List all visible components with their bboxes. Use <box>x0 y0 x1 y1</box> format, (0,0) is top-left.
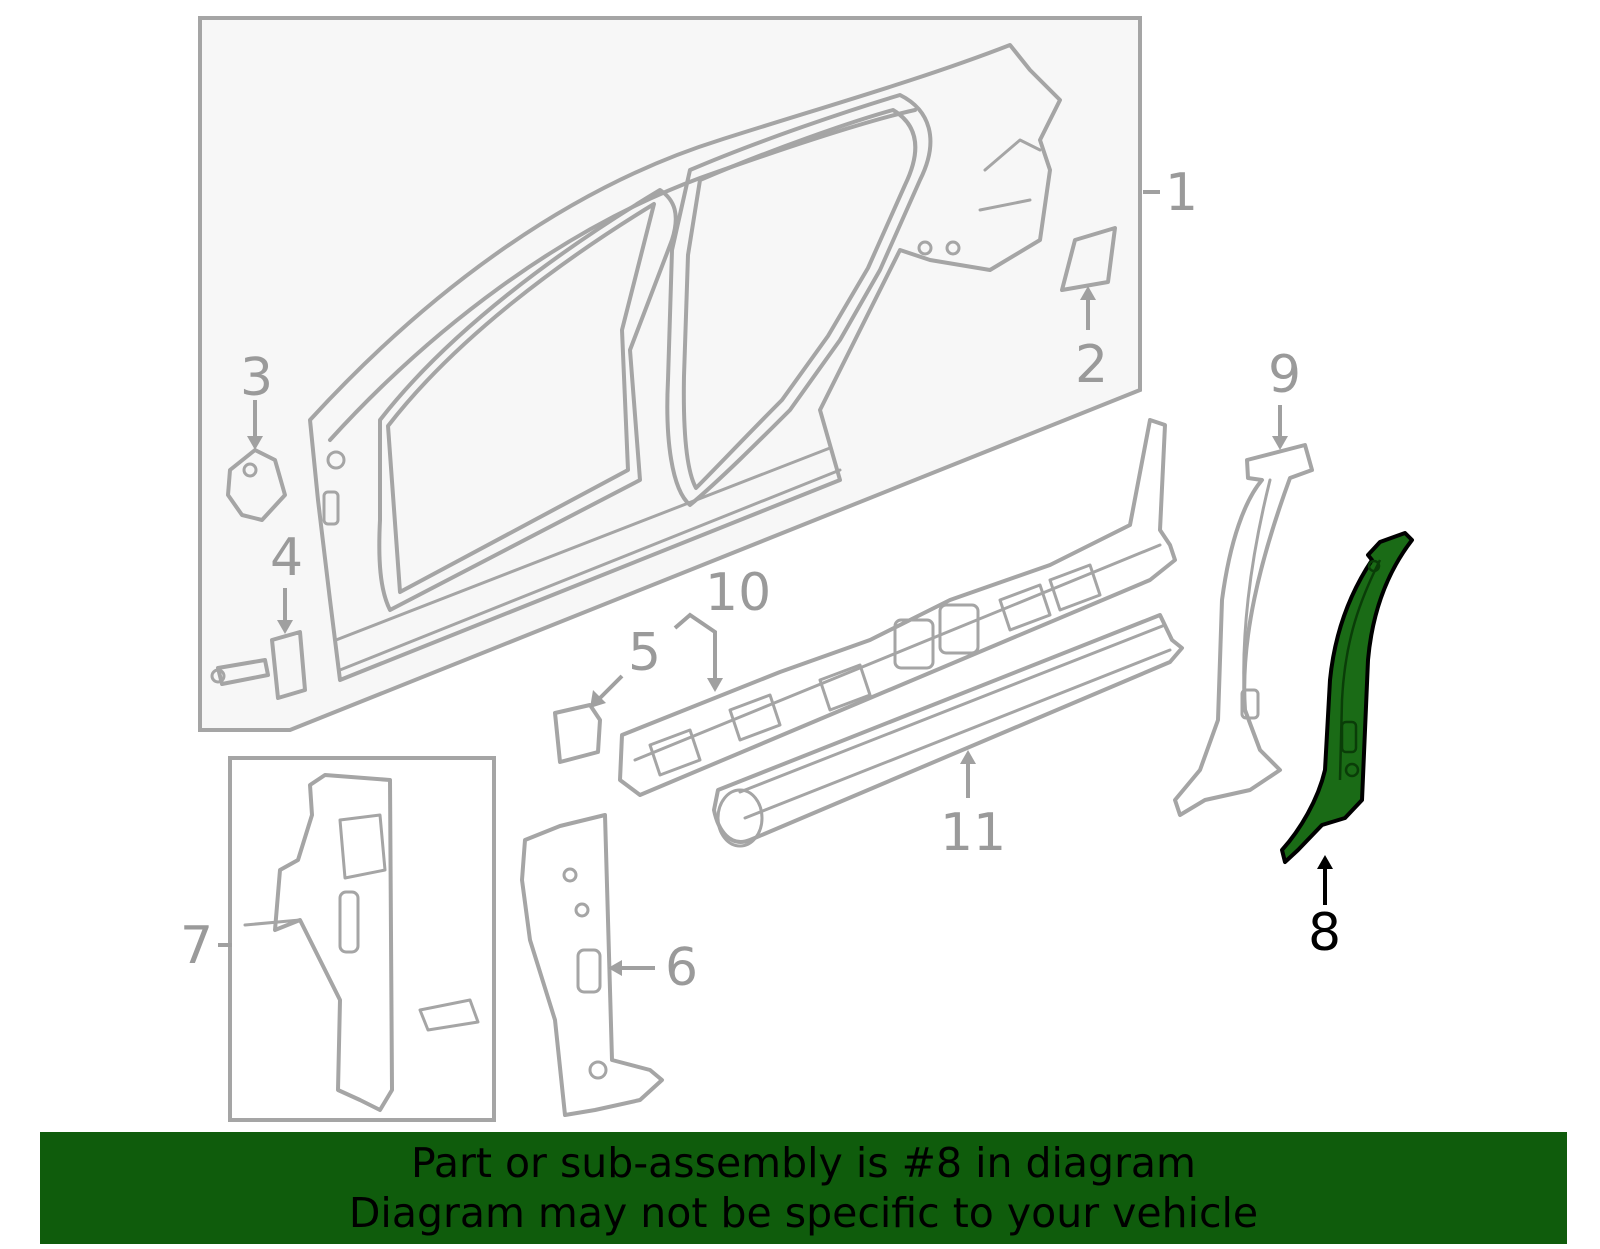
part-8-b-pillar-reinforcement <box>1280 531 1414 864</box>
callout-4: 4 <box>270 528 303 588</box>
part-5-cap <box>553 703 602 764</box>
callout-2: 2 <box>1075 335 1108 395</box>
part-10-rocker-reinforcement <box>618 418 1177 797</box>
part-4-hinge <box>210 630 307 700</box>
callout-1: 1 <box>1165 163 1198 223</box>
banner-line-1: Part or sub-assembly is #8 in diagram <box>411 1139 1196 1187</box>
part-6-a-pillar <box>520 813 664 1117</box>
callout-3: 3 <box>240 348 273 408</box>
assembly-box-7 <box>228 756 496 1122</box>
callout-9: 9 <box>1268 345 1301 405</box>
body-side-panel <box>308 43 1062 682</box>
callout-7: 7 <box>180 916 213 976</box>
callout-11: 11 <box>940 803 1006 863</box>
part-9-b-pillar-outer <box>1173 443 1314 817</box>
fuel-door <box>1060 226 1117 292</box>
callout-10: 10 <box>705 563 771 623</box>
callout-8: 8 <box>1308 903 1341 963</box>
info-banner: Part or sub-assembly is #8 in diagram Di… <box>40 1132 1567 1244</box>
part-7-pillar-inner <box>243 773 480 1112</box>
part-11-rocker-panel <box>712 613 1184 848</box>
banner-line-2: Diagram may not be specific to your vehi… <box>348 1189 1259 1237</box>
callout-6: 6 <box>665 938 698 998</box>
callout-5: 5 <box>628 623 661 683</box>
part-3-bracket <box>226 448 287 522</box>
